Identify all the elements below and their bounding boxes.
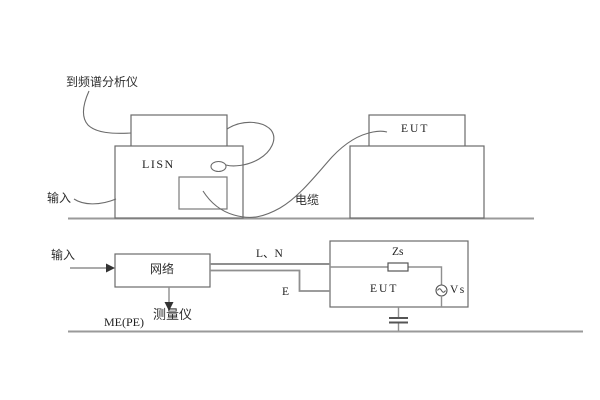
source-label: Vs bbox=[450, 284, 466, 296]
lisn-connector-ellipse bbox=[210, 160, 227, 173]
internal-wire bbox=[330, 266, 443, 285]
meter-label: 测量仪 bbox=[153, 307, 193, 322]
lisn-jumper-loop-curve bbox=[225, 121, 275, 167]
source-sine-glyph bbox=[437, 288, 446, 293]
eut-schematic-label: EUT bbox=[370, 283, 399, 295]
meter-arrowhead bbox=[164, 302, 174, 311]
eut-top-label: EUT bbox=[401, 123, 430, 135]
network-label: 网络 bbox=[150, 262, 175, 276]
lisn-label: LISN bbox=[142, 157, 175, 171]
eut-box bbox=[349, 145, 485, 219]
input-lead-curve bbox=[73, 198, 117, 205]
bottom-input-label: 输入 bbox=[51, 248, 76, 262]
cable-label: 电缆 bbox=[295, 193, 320, 207]
mains-cable-curve bbox=[202, 130, 388, 218]
eut-schematic-box bbox=[329, 240, 469, 308]
analyzer-cable-curve bbox=[82, 90, 132, 134]
line-neutral-label: L、N bbox=[256, 248, 283, 260]
lisn-socket-panel-box bbox=[178, 176, 228, 210]
earth-label: E bbox=[282, 286, 290, 298]
lisn-top-unit-box bbox=[130, 114, 228, 148]
earth-wire bbox=[210, 269, 330, 292]
input-arrowhead bbox=[106, 263, 115, 273]
top-input-label: 输入 bbox=[47, 191, 72, 205]
reference-ground-label: ME(PE) bbox=[104, 315, 144, 329]
analyzer-cable-label: 到频谱分析仪 bbox=[66, 75, 139, 89]
impedance-label: Zs bbox=[392, 246, 404, 258]
impedance-resistor-symbol bbox=[387, 262, 409, 272]
network-box bbox=[114, 253, 211, 288]
